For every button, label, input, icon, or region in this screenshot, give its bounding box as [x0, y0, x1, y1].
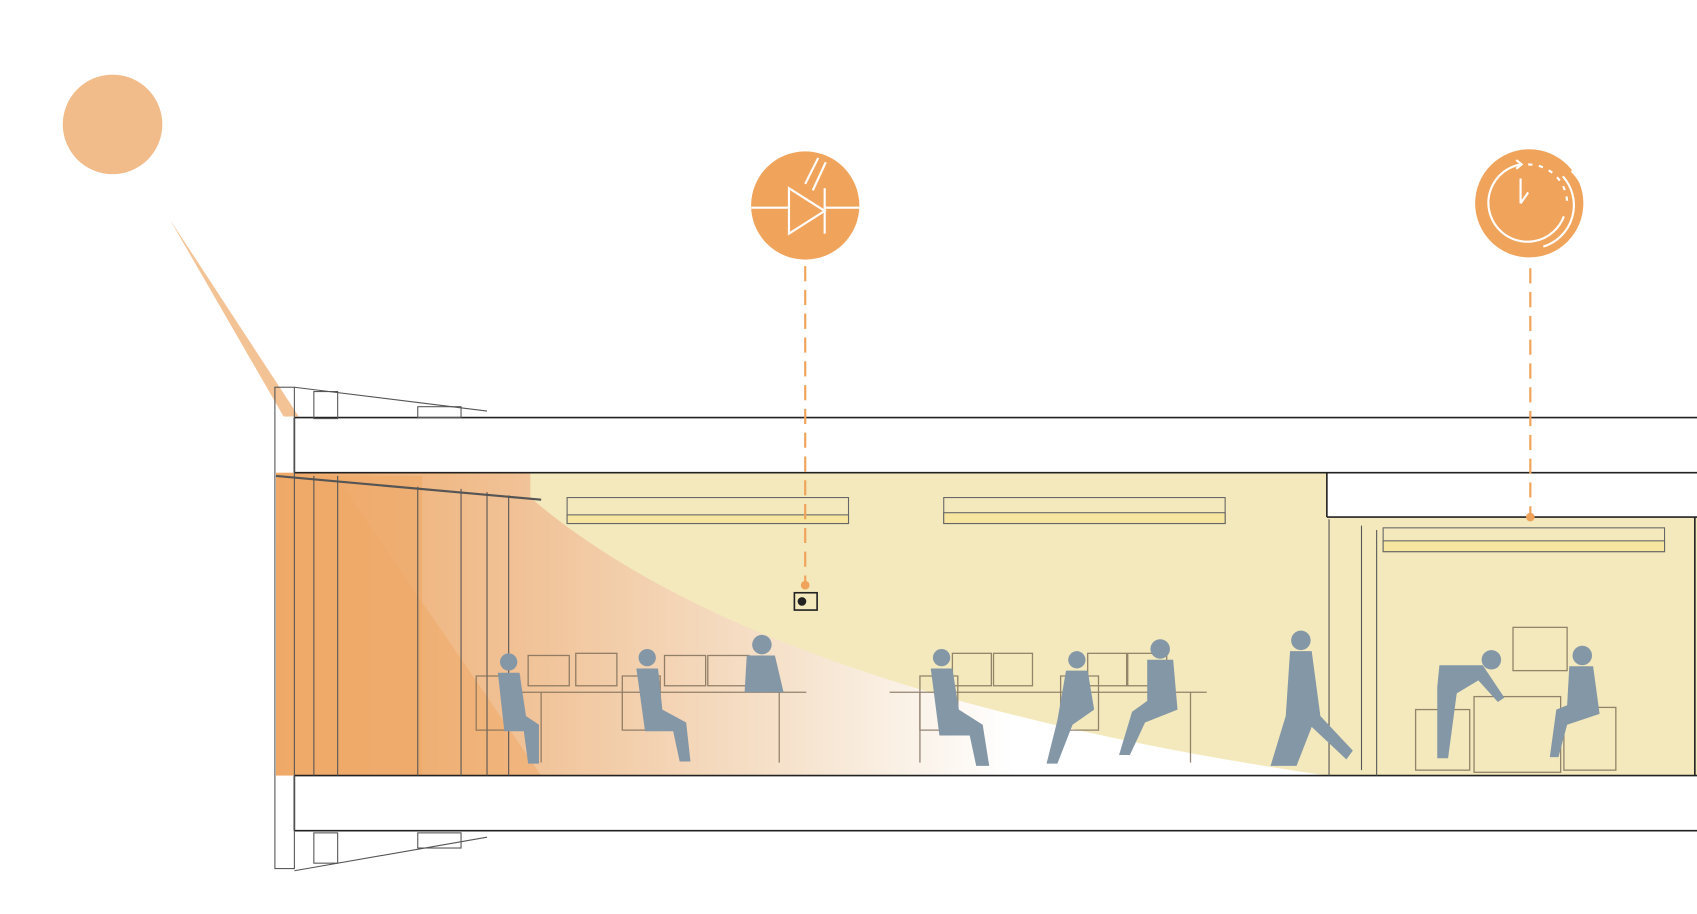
building-structure [293, 416, 1697, 832]
person-seated [497, 653, 539, 764]
light-fixtures [566, 497, 1666, 553]
person-seated [1549, 645, 1600, 758]
person-seated [1119, 639, 1178, 755]
person-seated [636, 648, 691, 762]
facade-shading-fins [274, 386, 1378, 872]
ceiling-sensor [793, 591, 818, 611]
person-walking [1270, 630, 1353, 766]
sun-icon [62, 74, 163, 175]
clock-timer-icon [1475, 149, 1588, 258]
person-seated [744, 634, 784, 693]
person-seated [930, 648, 990, 766]
person-standing-leaning [1437, 650, 1505, 759]
photodiode-sensor-icon [751, 151, 860, 260]
people-silhouettes [497, 630, 1600, 766]
person-seated [1046, 651, 1095, 764]
